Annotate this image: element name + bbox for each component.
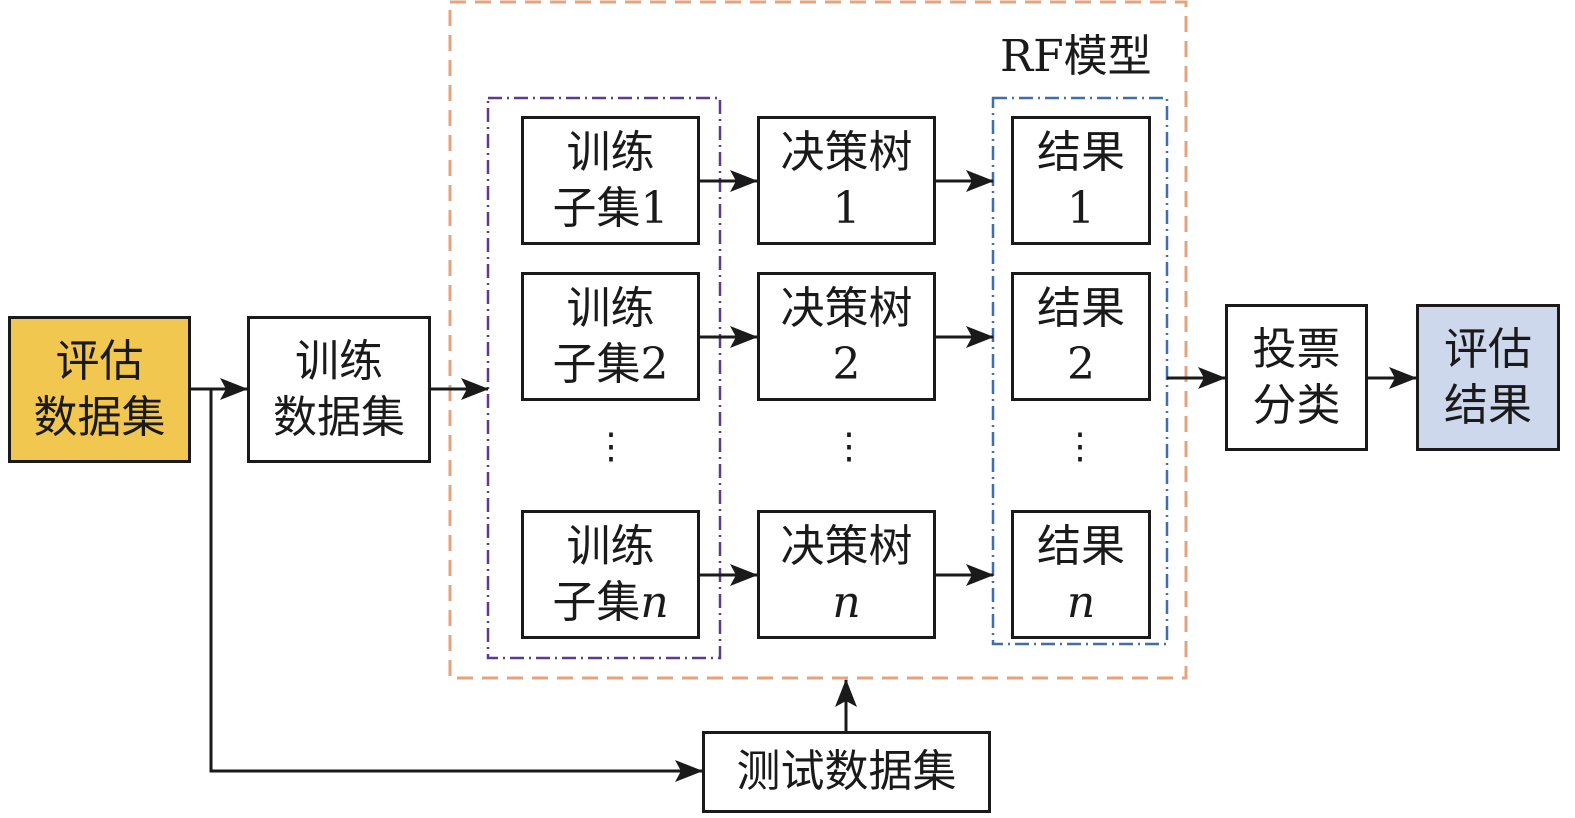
subset-2-line1: 训练 [566,282,655,334]
subset-1-index: 1 [640,182,669,234]
result-n-index: n [1066,576,1096,628]
arrow-eval-to-test [209,389,703,782]
eval-dataset-line1: 评估 [55,335,144,387]
subset-n-prefix: 子集 [552,576,641,628]
test-dataset-box: 测试数据集 [702,731,991,813]
eval-result-line2: 结果 [1444,379,1532,431]
result-group-frame [991,96,1169,646]
result-box-2: 结果 2 [1011,272,1151,401]
tree-box-n: 决策树 n [757,510,936,639]
train-dataset-box: 训练 数据集 [247,316,431,463]
train-dataset-line1: 训练 [295,335,383,387]
tree-box-1: 决策树 1 [757,116,936,245]
result-n-label: 结果 [1037,520,1125,572]
subset-1-line1: 训练 [566,126,655,178]
tree-1-label: 决策树 [780,126,913,178]
result-1-index: 1 [1067,182,1095,234]
eval-result-box: 评估 结果 [1416,304,1560,451]
result-ellipsis: ⋮ [1062,426,1098,467]
rf-model-label: RF模型 [1000,31,1152,82]
result-2-index: 2 [1067,338,1095,390]
subset-ellipsis: ⋮ [593,426,629,467]
result-box-n: 结果 n [1011,510,1151,639]
train-dataset-line2: 数据集 [273,391,405,443]
result-1-label: 结果 [1037,126,1125,178]
test-dataset-label: 测试数据集 [736,746,957,797]
voting-line2: 分类 [1252,379,1341,431]
voting-line1: 投票 [1252,323,1341,375]
result-2-label: 结果 [1037,282,1125,334]
result-box-1: 结果 1 [1011,116,1151,245]
voting-box: 投票 分类 [1225,304,1368,451]
tree-2-label: 决策树 [780,282,913,334]
tree-box-2: 决策树 2 [757,272,936,401]
tree-ellipsis: ⋮ [831,426,867,467]
subset-n-index: n [640,576,669,628]
eval-result-line1: 评估 [1444,323,1532,375]
subset-2-index: 2 [640,338,669,390]
eval-dataset-line2: 数据集 [33,391,166,443]
tree-n-label: 决策树 [780,520,913,572]
tree-1-index: 1 [832,182,861,234]
subset-box-n: 训练 子集n [521,510,700,639]
rf-model-frame [448,0,1188,680]
eval-dataset-box: 评估 数据集 [8,316,191,463]
tree-n-index: n [832,576,861,628]
subset-2-prefix: 子集 [552,338,641,390]
subset-n-line1: 训练 [566,520,655,572]
subset-1-prefix: 子集 [552,182,641,234]
subset-box-2: 训练 子集2 [521,272,700,401]
tree-2-index: 2 [832,338,861,390]
subset-box-1: 训练 子集1 [521,116,700,245]
